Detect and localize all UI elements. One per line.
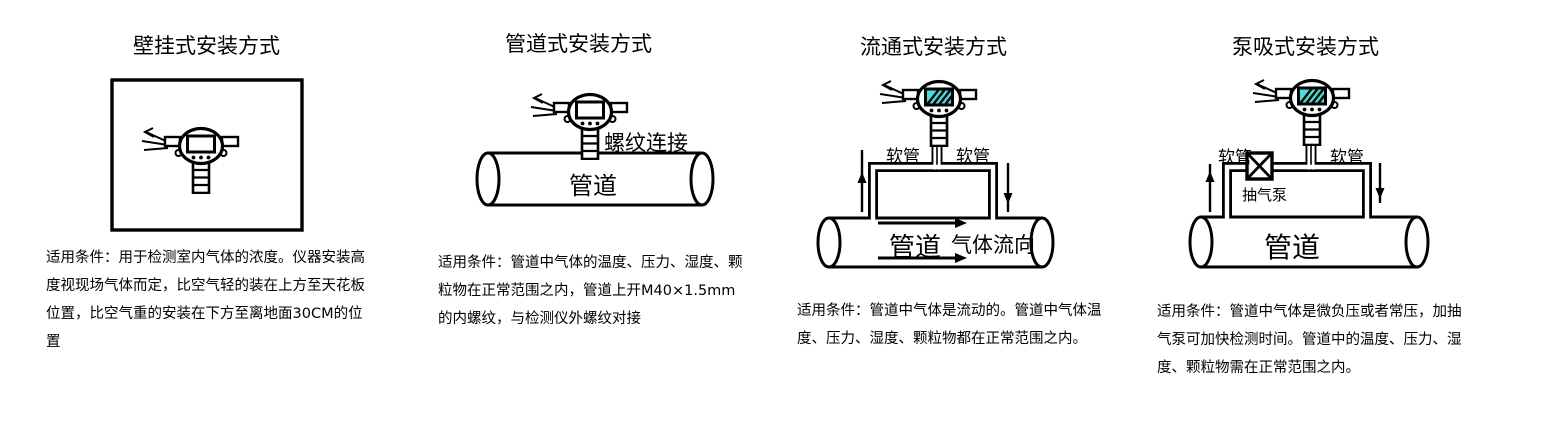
panel-title-wall-mount: 壁挂式安装方式 bbox=[133, 34, 280, 58]
label-pipe: 管道 bbox=[1264, 231, 1321, 264]
flow-arrows bbox=[857, 150, 1013, 263]
flow-arrows bbox=[1205, 163, 1385, 212]
label-pump: 抽气泵 bbox=[1242, 186, 1288, 204]
gas-detector-device bbox=[1251, 78, 1351, 146]
panel-description-wall-mount: 适用条件：用于检测室内气体的浓度。仪器安装高度视现场气体而定，比空气轻的装在上方… bbox=[46, 250, 365, 350]
wall-mount-diagram bbox=[110, 78, 304, 232]
panel-title-flow-through: 流通式安装方式 bbox=[860, 35, 1007, 59]
label-hose-left: 软管 bbox=[886, 147, 920, 167]
label-gas-flow-direction: 气体流向 bbox=[951, 233, 1035, 257]
gas-detector-device bbox=[878, 79, 978, 147]
label-hose-right: 软管 bbox=[956, 147, 990, 167]
pump-valve bbox=[1245, 151, 1274, 181]
pipe-cylinder bbox=[1188, 215, 1430, 269]
label-hose-right: 软管 bbox=[1330, 148, 1364, 168]
panel-description-flow-through: 适用条件：管道中气体是流动的。管道中气体温度、压力、湿度、颗粒物都在正常范围之内… bbox=[797, 303, 1102, 347]
label-hose-left: 软管 bbox=[1218, 148, 1252, 168]
pipe-cylinder bbox=[816, 216, 1055, 269]
pump-suction-diagram bbox=[1188, 78, 1430, 269]
panel-description-pump-suction: 适用条件：管道中气体是微负压或者常压，加抽气泵可加快检测时间。管道中的温度、压力… bbox=[1157, 304, 1462, 376]
label-thread-connection: 螺纹连接 bbox=[604, 131, 688, 155]
pipeline-mount-diagram bbox=[475, 92, 715, 207]
pipe-cylinder bbox=[475, 151, 715, 207]
panel-description-pipeline: 适用条件：管道中气体的温度、压力、湿度、颗粒物在正常范围之内，管道上开M40×1… bbox=[438, 255, 743, 327]
label-pipe: 管道 bbox=[889, 233, 942, 263]
label-pipe: 管道 bbox=[569, 172, 617, 200]
panel-title-pump-suction: 泵吸式安装方式 bbox=[1232, 35, 1379, 59]
flow-through-diagram bbox=[816, 79, 1055, 269]
panel-title-pipeline: 管道式安装方式 bbox=[505, 32, 652, 56]
